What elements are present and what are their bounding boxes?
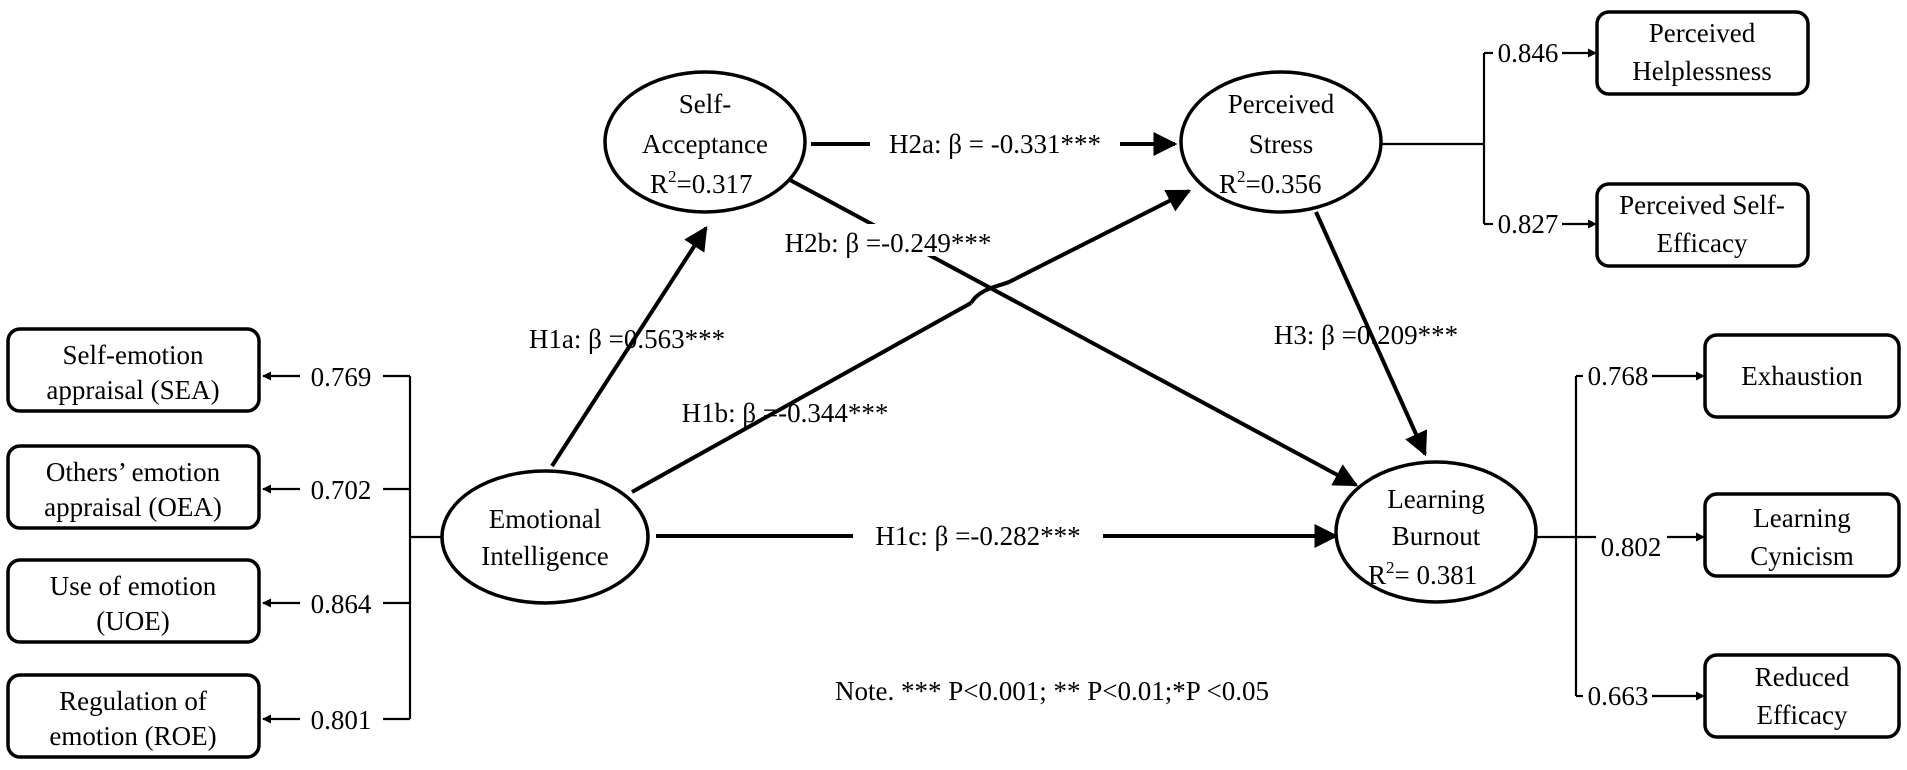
indicator-box-self-efficacy <box>1595 182 1810 268</box>
indicator-box-reduced-efficacy <box>1703 653 1901 739</box>
latent-label-lb-line1: Learning <box>1387 484 1484 514</box>
indicator-label-oea-line2: appraisal (OEA) <box>44 492 222 522</box>
ei-indicators: Self-emotion appraisal (SEA) Others’ emo… <box>6 327 446 759</box>
loading-value-uoe: 0.864 <box>311 589 372 619</box>
latent-learning-burnout: Learning Burnout R2= 0.381 <box>1334 460 1538 604</box>
ellipse-perceived-stress <box>1179 70 1383 214</box>
indicator-box-oea <box>6 444 261 530</box>
indicator-label-oea-line1: Others’ emotion <box>46 457 221 487</box>
latent-r2-ps: R2=0.356 <box>1219 167 1322 199</box>
indicator-label-cynicism-line1: Learning <box>1753 503 1850 533</box>
loading-value-exhaustion: 0.768 <box>1588 361 1649 391</box>
significance-note: Note. *** P<0.001; ** P<0.01;*P <0.05 <box>835 676 1269 706</box>
loading-value-cynicism: 0.802 <box>1601 532 1662 562</box>
latent-label-ps-line2: Stress <box>1249 129 1314 159</box>
ps-indicators: 0.846 Perceived Helplessness 0.827 Perce… <box>1381 10 1810 268</box>
ellipse-learning-burnout <box>1334 460 1538 604</box>
indicator-box-roe <box>6 673 261 759</box>
path-h1a-arrow <box>550 225 708 468</box>
path-h3-arrow <box>1314 211 1428 457</box>
loading-value-oea: 0.702 <box>311 475 372 505</box>
latent-label-sa-line2: Acceptance <box>642 129 768 159</box>
latent-perceived-stress: Perceived Stress R2=0.356 <box>1179 70 1383 214</box>
path-h1b-arrow-b <box>1008 189 1192 284</box>
loading-value-helplessness: 0.846 <box>1498 38 1559 68</box>
indicator-label-reduced-efficacy-line2: Efficacy <box>1757 700 1848 730</box>
latent-label-ei-line2: Intelligence <box>481 541 608 571</box>
indicator-label-roe-line2: emotion (ROE) <box>49 721 216 751</box>
path-h1b-hop <box>969 280 1010 305</box>
indicator-box-helplessness <box>1595 10 1810 96</box>
loading-value-reduced-efficacy: 0.663 <box>1588 681 1649 711</box>
loading-value-roe: 0.801 <box>311 705 372 735</box>
indicator-box-uoe <box>6 558 261 644</box>
latent-label-ps-line1: Perceived <box>1228 89 1335 119</box>
latent-label-lb-line2: Burnout <box>1392 521 1481 551</box>
indicator-box-sea <box>6 327 261 413</box>
latent-r2-sa: R2=0.317 <box>650 167 753 199</box>
indicator-label-self-efficacy-line1: Perceived Self- <box>1619 190 1785 220</box>
latent-label-ei-line1: Emotional <box>489 504 601 534</box>
path-labels: H1a: β =0.563*** H1b: β =-0.344*** H1c: … <box>529 124 1458 551</box>
indicator-box-exhaustion <box>1703 333 1901 419</box>
indicator-label-reduced-efficacy-line1: Reduced <box>1755 662 1850 692</box>
indicator-box-cynicism <box>1703 492 1901 578</box>
path-label-h3: H3: β =0.209*** <box>1274 320 1458 350</box>
path-label-h2a-bg <box>870 124 1120 156</box>
indicator-label-self-efficacy-line2: Efficacy <box>1657 228 1748 258</box>
latent-r2-lb: R2= 0.381 <box>1368 558 1477 590</box>
indicator-label-roe-line1: Regulation of <box>59 686 207 716</box>
indicator-label-helplessness-line1: Perceived <box>1649 18 1756 48</box>
indicator-label-exhaustion: Exhaustion <box>1741 361 1863 391</box>
indicator-label-helplessness-line2: Helplessness <box>1632 56 1771 86</box>
ellipse-emotional-intelligence <box>440 469 650 605</box>
path-label-h2b: H2b: β =-0.249*** <box>785 228 992 258</box>
latent-label-sa-line1: Self- <box>679 89 731 119</box>
indicator-label-cynicism-line2: Cynicism <box>1750 541 1854 571</box>
path-label-h2a: H2a: β = -0.331*** <box>889 129 1101 159</box>
loading-value-self-efficacy: 0.827 <box>1498 209 1559 239</box>
loading-value-sea: 0.769 <box>311 362 372 392</box>
indicator-label-sea-line2: appraisal (SEA) <box>46 375 219 405</box>
path-label-h2b-bg <box>760 224 1018 256</box>
path-label-h1b: H1b: β =-0.344*** <box>682 398 889 428</box>
latent-self-acceptance: Self- Acceptance R2=0.317 <box>603 70 807 214</box>
ellipse-self-acceptance <box>603 70 807 214</box>
path-label-h1c-bg <box>853 516 1103 548</box>
path-h1b-arrow-a <box>631 301 972 494</box>
lb-indicators: 0.768 Exhaustion 0.802 Learning Cynicism… <box>1536 333 1901 739</box>
path-label-h1c: H1c: β =-0.282*** <box>875 521 1080 551</box>
indicator-label-sea-line1: Self-emotion <box>63 340 204 370</box>
indicator-label-uoe-line1: Use of emotion <box>50 571 217 601</box>
latent-emotional-intelligence: Emotional Intelligence <box>440 469 650 605</box>
indicator-label-uoe-line2: (UOE) <box>96 606 169 636</box>
path-label-h1a: H1a: β =0.563*** <box>529 324 725 354</box>
